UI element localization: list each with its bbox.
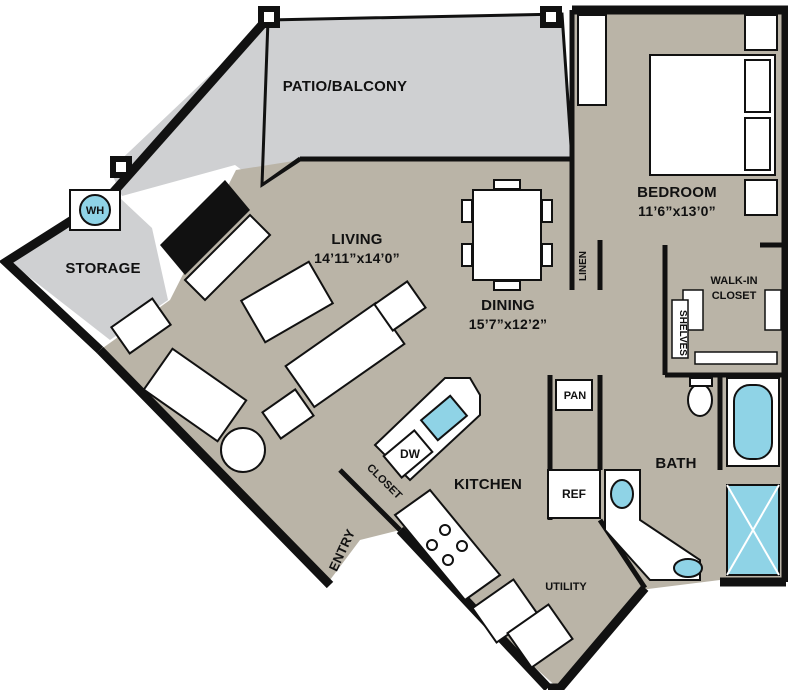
bed xyxy=(577,14,778,216)
patio-label: PATIO/BALCONY xyxy=(283,78,408,95)
shelves-label: SHELVES xyxy=(677,310,688,356)
bedroom-size: 11’6”x13’0” xyxy=(638,203,716,219)
nightstand-top xyxy=(744,14,778,51)
sink-2 xyxy=(673,558,703,578)
lower-counter xyxy=(393,488,502,602)
kitchen-label: KITCHEN xyxy=(454,476,522,493)
water-heater-tank xyxy=(79,194,111,226)
utility-label: UTILITY xyxy=(545,581,587,593)
bath-label: BATH xyxy=(655,455,696,472)
coffee-table xyxy=(239,260,335,344)
dishwasher-label: DW xyxy=(400,447,421,461)
kitchen-counters xyxy=(373,377,601,669)
pantry xyxy=(555,379,593,411)
round-table xyxy=(220,427,266,473)
sink-1 xyxy=(610,479,634,509)
refrigerator-label: REF xyxy=(562,487,586,501)
dresser xyxy=(577,14,607,106)
pantry-label: PAN xyxy=(564,390,586,402)
patio-left-wall xyxy=(106,15,272,199)
dining-label: DINING xyxy=(481,297,535,314)
bath-fixtures xyxy=(604,377,780,581)
bedroom-top-wall xyxy=(572,5,788,582)
dining-set xyxy=(461,179,553,291)
walkin-label-2: CLOSET xyxy=(712,290,757,302)
cooktop xyxy=(426,524,468,566)
patio-diag xyxy=(261,156,301,187)
patio-floor xyxy=(110,14,572,196)
dining-table xyxy=(472,189,542,281)
walkin-label-1: WALK-IN xyxy=(710,275,757,287)
living-furniture xyxy=(109,260,427,473)
nightstand-bottom xyxy=(744,179,778,216)
dishwasher xyxy=(382,429,434,479)
linen-label: LINEN xyxy=(578,251,589,281)
patio-columns xyxy=(110,6,562,178)
armchair-bottom xyxy=(261,388,315,440)
loveseat xyxy=(142,347,248,443)
dining-size: 15’7”x12’2” xyxy=(469,316,547,332)
fireplace-hearth xyxy=(183,213,272,302)
utility-diagonal-wall xyxy=(548,585,649,690)
living-label: LIVING xyxy=(331,231,382,248)
refrigerator xyxy=(547,469,601,519)
storage-floor xyxy=(10,198,168,340)
water-heater-label: WH xyxy=(86,205,104,217)
living-size: 14’11”x14’0” xyxy=(314,250,400,266)
armchair-right xyxy=(373,280,427,332)
fireplace xyxy=(160,180,272,302)
fireplace-body xyxy=(160,180,250,275)
closet-shelves xyxy=(671,289,782,365)
closet-wall xyxy=(338,468,402,532)
entry-wall xyxy=(96,346,334,589)
storage-label: STORAGE xyxy=(65,260,140,277)
toilet xyxy=(687,383,713,417)
kitchen-sink xyxy=(419,394,469,442)
bedroom-label: BEDROOM xyxy=(637,184,717,201)
water-heater: WH xyxy=(69,189,121,231)
side-chair xyxy=(109,297,173,355)
patio-outline xyxy=(260,12,574,188)
